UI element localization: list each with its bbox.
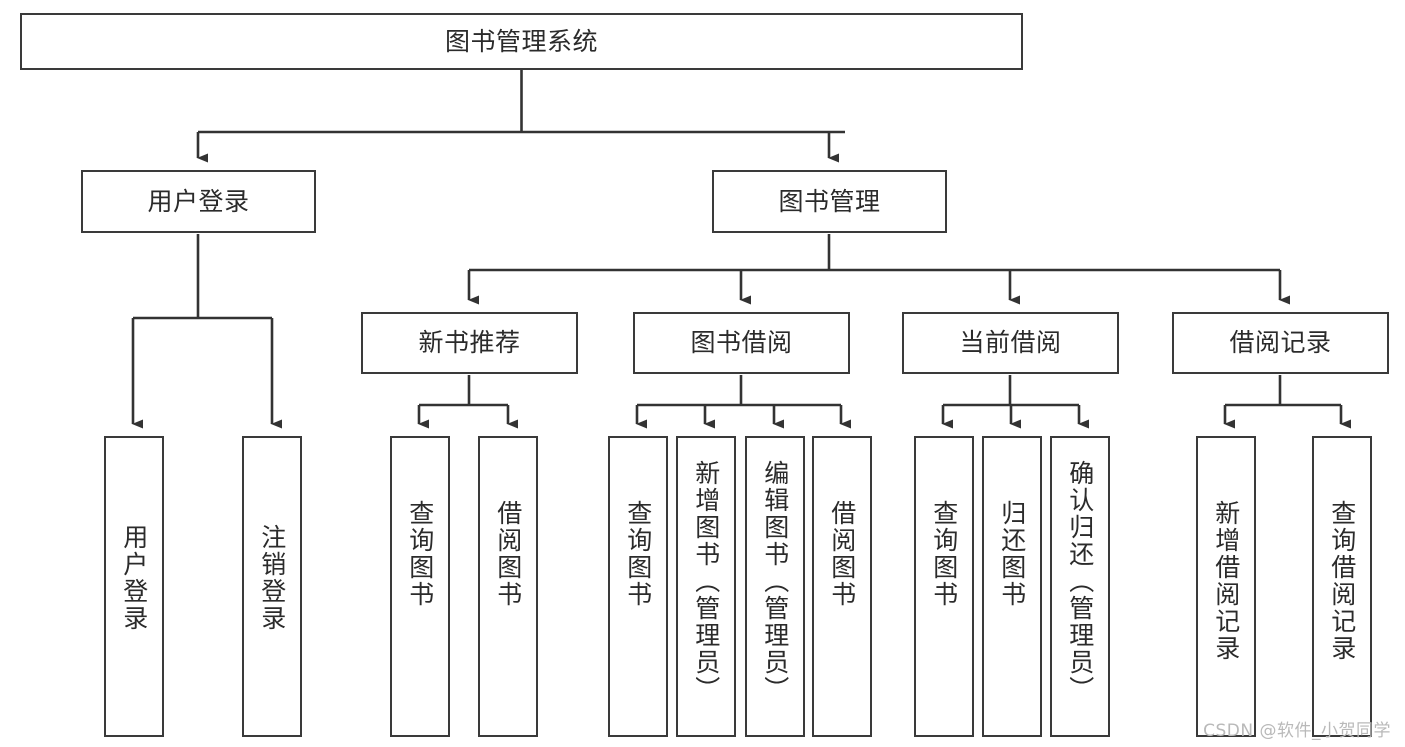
node-book-borrowing[interactable]: 图书借阅 (633, 312, 850, 374)
node-current-borrowing[interactable]: 当前借阅 (902, 312, 1119, 374)
leaf-user-login[interactable]: 用户登录 (104, 436, 164, 737)
node-label: 查询借阅记录 (1327, 500, 1357, 662)
leaf-query-books-recommend[interactable]: 查询图书 (390, 436, 450, 737)
leaf-query-borrow-record[interactable]: 查询借阅记录 (1312, 436, 1372, 737)
node-label: 借阅记录 (1229, 328, 1332, 358)
leaf-add-borrow-record[interactable]: 新增借阅记录 (1196, 436, 1256, 737)
leaf-query-books-current[interactable]: 查询图书 (914, 436, 974, 737)
leaf-add-book-admin[interactable]: 新增图书（管理员） (676, 436, 736, 737)
leaf-return-books[interactable]: 归还图书 (982, 436, 1042, 737)
leaf-borrow-books[interactable]: 借阅图书 (812, 436, 872, 737)
node-label: 图书管理 (778, 186, 881, 216)
node-book-management[interactable]: 图书管理 (712, 170, 947, 233)
node-label: 当前借阅 (959, 328, 1062, 358)
node-label: 查询图书 (929, 500, 959, 608)
leaf-edit-book-admin[interactable]: 编辑图书（管理员） (745, 436, 805, 737)
node-label: 查询图书 (623, 500, 653, 608)
watermark-text: CSDN @软件_小贺同学 (1203, 721, 1391, 741)
leaf-borrow-books-recommend[interactable]: 借阅图书 (478, 436, 538, 737)
node-label: 用户登录 (147, 186, 250, 216)
node-user-login[interactable]: 用户登录 (81, 170, 316, 233)
leaf-query-books-borrow[interactable]: 查询图书 (608, 436, 668, 737)
node-label: 新书推荐 (418, 328, 521, 358)
node-label: 归还图书 (997, 500, 1027, 608)
node-label: 借阅图书 (827, 500, 857, 608)
node-label: 编辑图书（管理员） (760, 460, 790, 703)
node-label: 借阅图书 (493, 500, 523, 608)
node-new-book-recommendation[interactable]: 新书推荐 (361, 312, 578, 374)
node-label: 查询图书 (405, 500, 435, 608)
node-borrowing-records[interactable]: 借阅记录 (1172, 312, 1389, 374)
node-root-book-management-system[interactable]: 图书管理系统 (20, 13, 1023, 70)
leaf-logout[interactable]: 注销登录 (242, 436, 302, 737)
leaf-confirm-return-admin[interactable]: 确认归还（管理员） (1050, 436, 1110, 737)
node-label: 注销登录 (257, 524, 287, 632)
node-label: 确认归还（管理员） (1065, 460, 1095, 703)
node-label: 新增图书（管理员） (691, 460, 721, 703)
node-label: 图书管理系统 (444, 26, 598, 56)
node-label: 新增借阅记录 (1211, 500, 1241, 662)
node-label: 用户登录 (119, 524, 149, 632)
node-label: 图书借阅 (690, 328, 793, 358)
